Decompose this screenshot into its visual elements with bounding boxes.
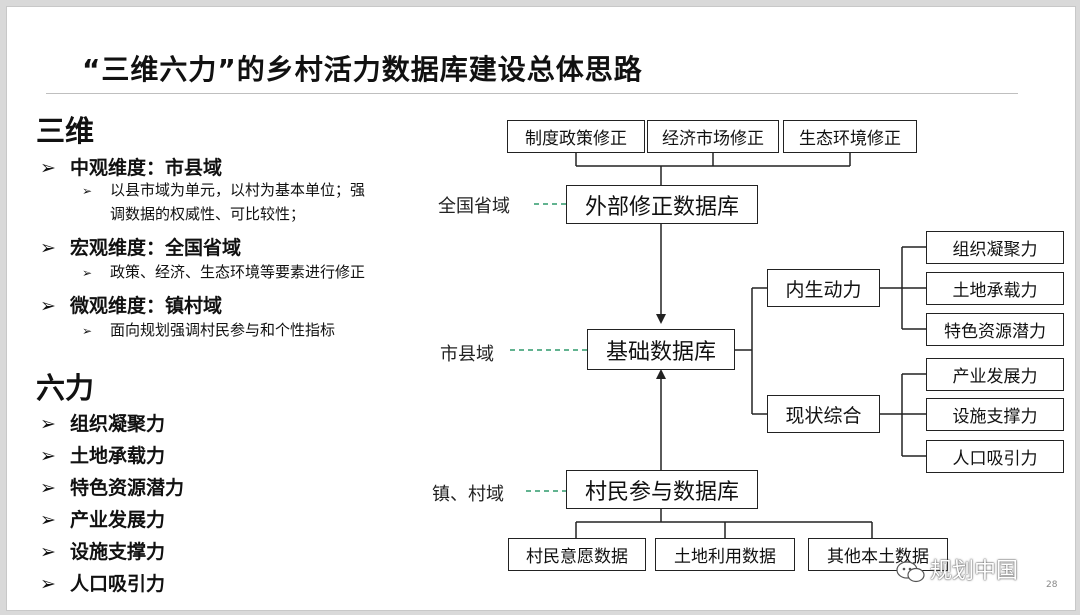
bullet-arrow-icon: ➢ [40, 295, 56, 317]
leaf-box: 土地承载力 [926, 272, 1064, 305]
force-item: ➢组织凝聚力 [40, 413, 166, 435]
branch1-leaf-lines [880, 246, 926, 330]
scale-dashed-lines [510, 203, 587, 492]
bullet-arrow-icon: ➢ [40, 157, 56, 179]
wechat-icon [896, 561, 925, 583]
leaf-box: 特色资源潜力 [926, 313, 1064, 346]
dimension-desc: ➢以县市域为单元，以村为基本单位；强 调数据的权威性、可比较性； [82, 181, 366, 223]
bullet-arrow-icon: ➢ [40, 573, 56, 595]
dimension-desc: ➢政策、经济、生态环境等要素进行修正 [82, 260, 365, 285]
force-item: ➢特色资源潜力 [40, 477, 185, 499]
bottom-input-box: 土地利用数据 [655, 538, 795, 571]
bottom-input-box: 其他本土数据 [808, 538, 948, 571]
top-input-box: 生态环境修正 [783, 120, 917, 153]
watermark: 规划中国 [896, 553, 1018, 585]
base-db-box: 基础数据库 [587, 329, 735, 370]
force-item: ➢土地承载力 [40, 445, 166, 467]
bullet-arrow-icon: ➢ [40, 237, 56, 259]
villager-db-box: 村民参与数据库 [566, 470, 758, 509]
force-item: ➢产业发展力 [40, 509, 166, 531]
forces-heading: 六力 [36, 371, 95, 405]
external-db-box: 外部修正数据库 [566, 185, 758, 224]
bullet-arrow-icon: ➢ [40, 413, 56, 435]
leaf-box: 产业发展力 [926, 358, 1064, 391]
top-input-box: 经济市场修正 [647, 120, 779, 153]
branch-box: 内生动力 [767, 269, 880, 307]
title-divider [46, 93, 1018, 94]
dimension-item: ➢ 中观维度：市县域 [40, 153, 222, 180]
branch2-leaf-lines [880, 373, 926, 457]
dimension-label: 微观维度：镇村域 [70, 295, 223, 317]
bottom-input-box: 村民意愿数据 [508, 538, 646, 571]
dimension-desc: ➢面向规划强调村民参与和个性指标 [82, 318, 335, 343]
branch-box: 现状综合 [767, 395, 880, 433]
bullet-arrow-icon: ➢ [40, 445, 56, 467]
slide-title: “三维六力”的乡村活力数据库建设总体思路 [82, 53, 643, 86]
dimension-label: 宏观维度：全国省域 [70, 237, 242, 259]
bullet-arrow-icon: ➢ [40, 541, 56, 563]
dimension-label: 中观维度：市县域 [70, 157, 223, 179]
leaf-box: 组织凝聚力 [926, 231, 1064, 264]
slide [6, 6, 1076, 611]
base-branch-lines [735, 287, 767, 415]
force-item: ➢设施支撑力 [40, 541, 166, 563]
bullet-arrow-icon: ➢ [82, 324, 93, 338]
leaf-box: 人口吸引力 [926, 440, 1064, 473]
top-input-box: 制度政策修正 [507, 120, 645, 153]
bullet-arrow-icon: ➢ [82, 184, 93, 198]
page-number: 28 [1046, 580, 1058, 590]
top-inputs-bracket [575, 152, 851, 186]
scale-label-village: 镇、村域 [432, 484, 504, 505]
dimension-item: ➢ 宏观维度：全国省域 [40, 233, 241, 260]
bullet-arrow-icon: ➢ [82, 266, 93, 280]
dimension-item: ➢ 微观维度：镇村域 [40, 291, 222, 318]
bullet-arrow-icon: ➢ [40, 477, 56, 499]
force-item: ➢人口吸引力 [40, 573, 166, 595]
bottom-inputs-bracket [575, 509, 873, 538]
leaf-box: 设施支撑力 [926, 398, 1064, 431]
bullet-arrow-icon: ➢ [40, 509, 56, 531]
scale-label-national: 全国省域 [438, 196, 510, 217]
dimensions-heading: 三维 [36, 114, 95, 148]
scale-label-county: 市县域 [440, 344, 494, 365]
